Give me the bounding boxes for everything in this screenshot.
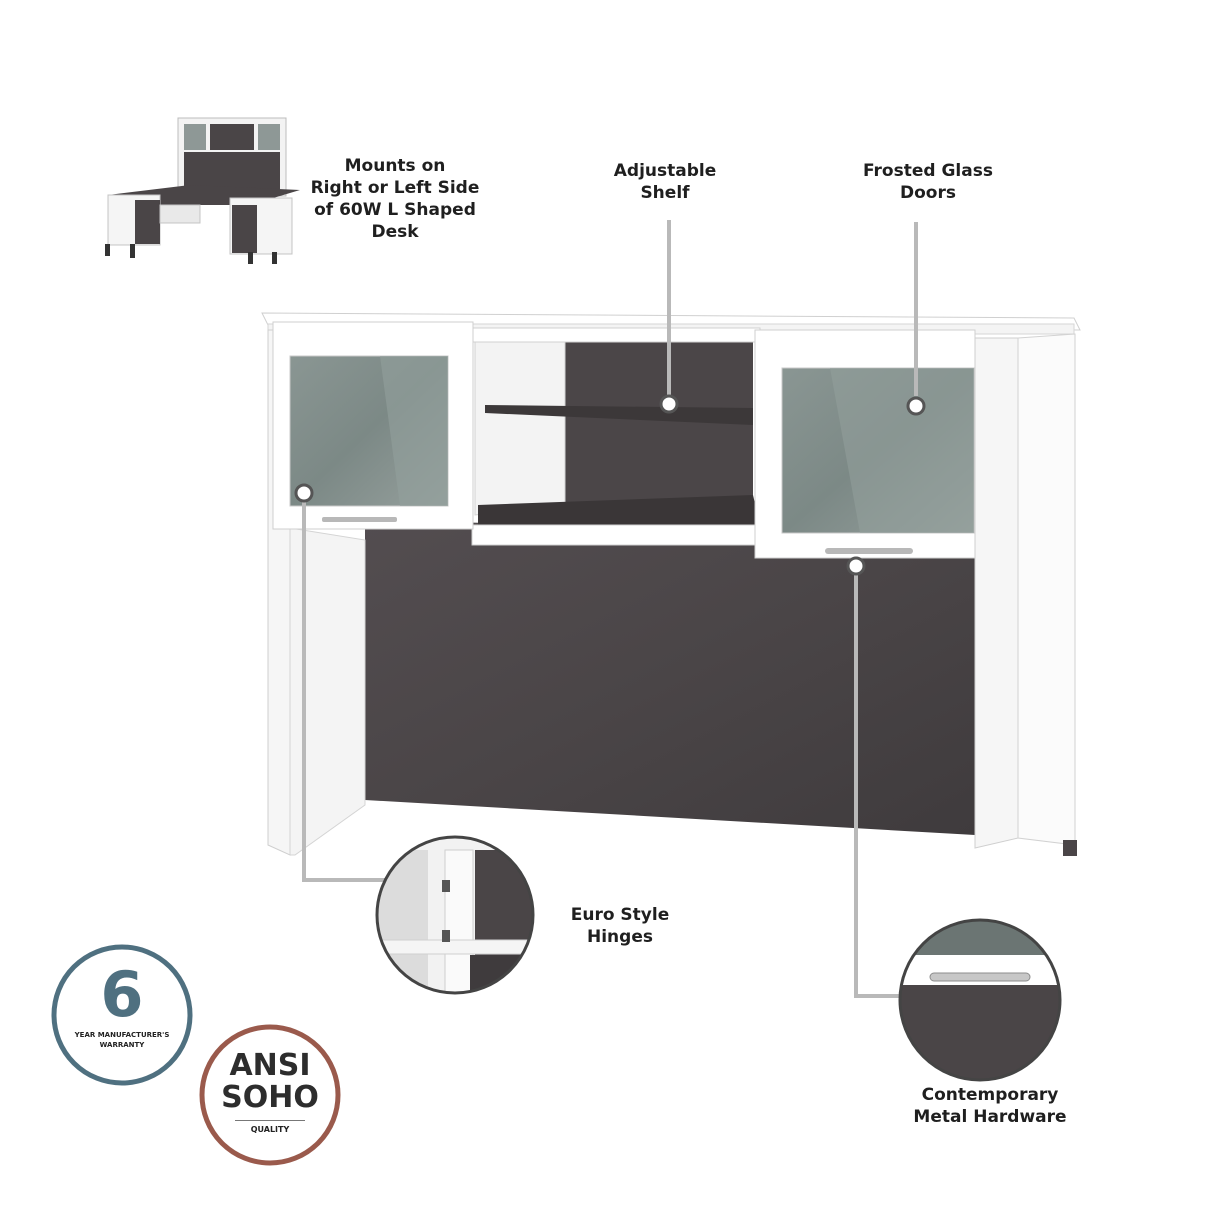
hutch — [261, 312, 1081, 856]
ansi-line2: SOHO — [221, 1080, 319, 1115]
callout-hardware-line1: Contemporary — [921, 1085, 1059, 1105]
callout-hardware: Contemporary Metal Hardware — [895, 1084, 1085, 1128]
warranty-badge — [51, 944, 193, 1086]
desk-thumbnail — [105, 117, 300, 264]
hinge-detail — [375, 835, 535, 995]
ansi-soho-badge — [199, 1024, 341, 1166]
callout-doors-line1: Frosted Glass — [863, 161, 993, 181]
ansi-badge-text: ANSI SOHO QUALITY — [202, 1050, 338, 1135]
callout-shelf-line1: Adjustable — [613, 161, 717, 181]
callout-hinges-line2: Hinges — [587, 927, 653, 947]
callout-hinges-line1: Euro Style — [570, 905, 670, 925]
callout-markers — [294, 394, 926, 576]
warranty-caption-line2: WARRANTY — [99, 1041, 145, 1049]
callout-hardware-line2: Metal Hardware — [913, 1107, 1067, 1127]
warranty-badge-text: 6 YEAR MANUFACTURER'S WARRANTY — [54, 962, 190, 1050]
warranty-number: 6 — [100, 958, 144, 1031]
leader-lines — [302, 220, 918, 998]
ansi-caption: QUALITY — [250, 1125, 290, 1134]
ansi-line1: ANSI — [229, 1048, 311, 1083]
callout-mounts: Mounts on Right or Left Side of 60W L Sh… — [295, 155, 495, 243]
callout-doors: Frosted Glass Doors — [840, 160, 1016, 204]
callout-hinges: Euro Style Hinges — [555, 904, 685, 948]
callout-shelf-line2: Shelf — [640, 183, 690, 203]
callout-doors-line2: Doors — [900, 183, 956, 203]
callout-mounts-line4: Desk — [371, 222, 419, 242]
callout-mounts-line1: Mounts on — [344, 156, 446, 176]
ansi-divider — [235, 1120, 305, 1121]
hardware-detail — [898, 918, 1062, 1082]
callout-shelf: Adjustable Shelf — [585, 160, 745, 204]
callout-mounts-line2: Right or Left Side — [310, 178, 480, 198]
warranty-caption-line1: YEAR MANUFACTURER'S — [74, 1031, 170, 1039]
callout-mounts-line3: of 60W L Shaped — [314, 200, 476, 220]
